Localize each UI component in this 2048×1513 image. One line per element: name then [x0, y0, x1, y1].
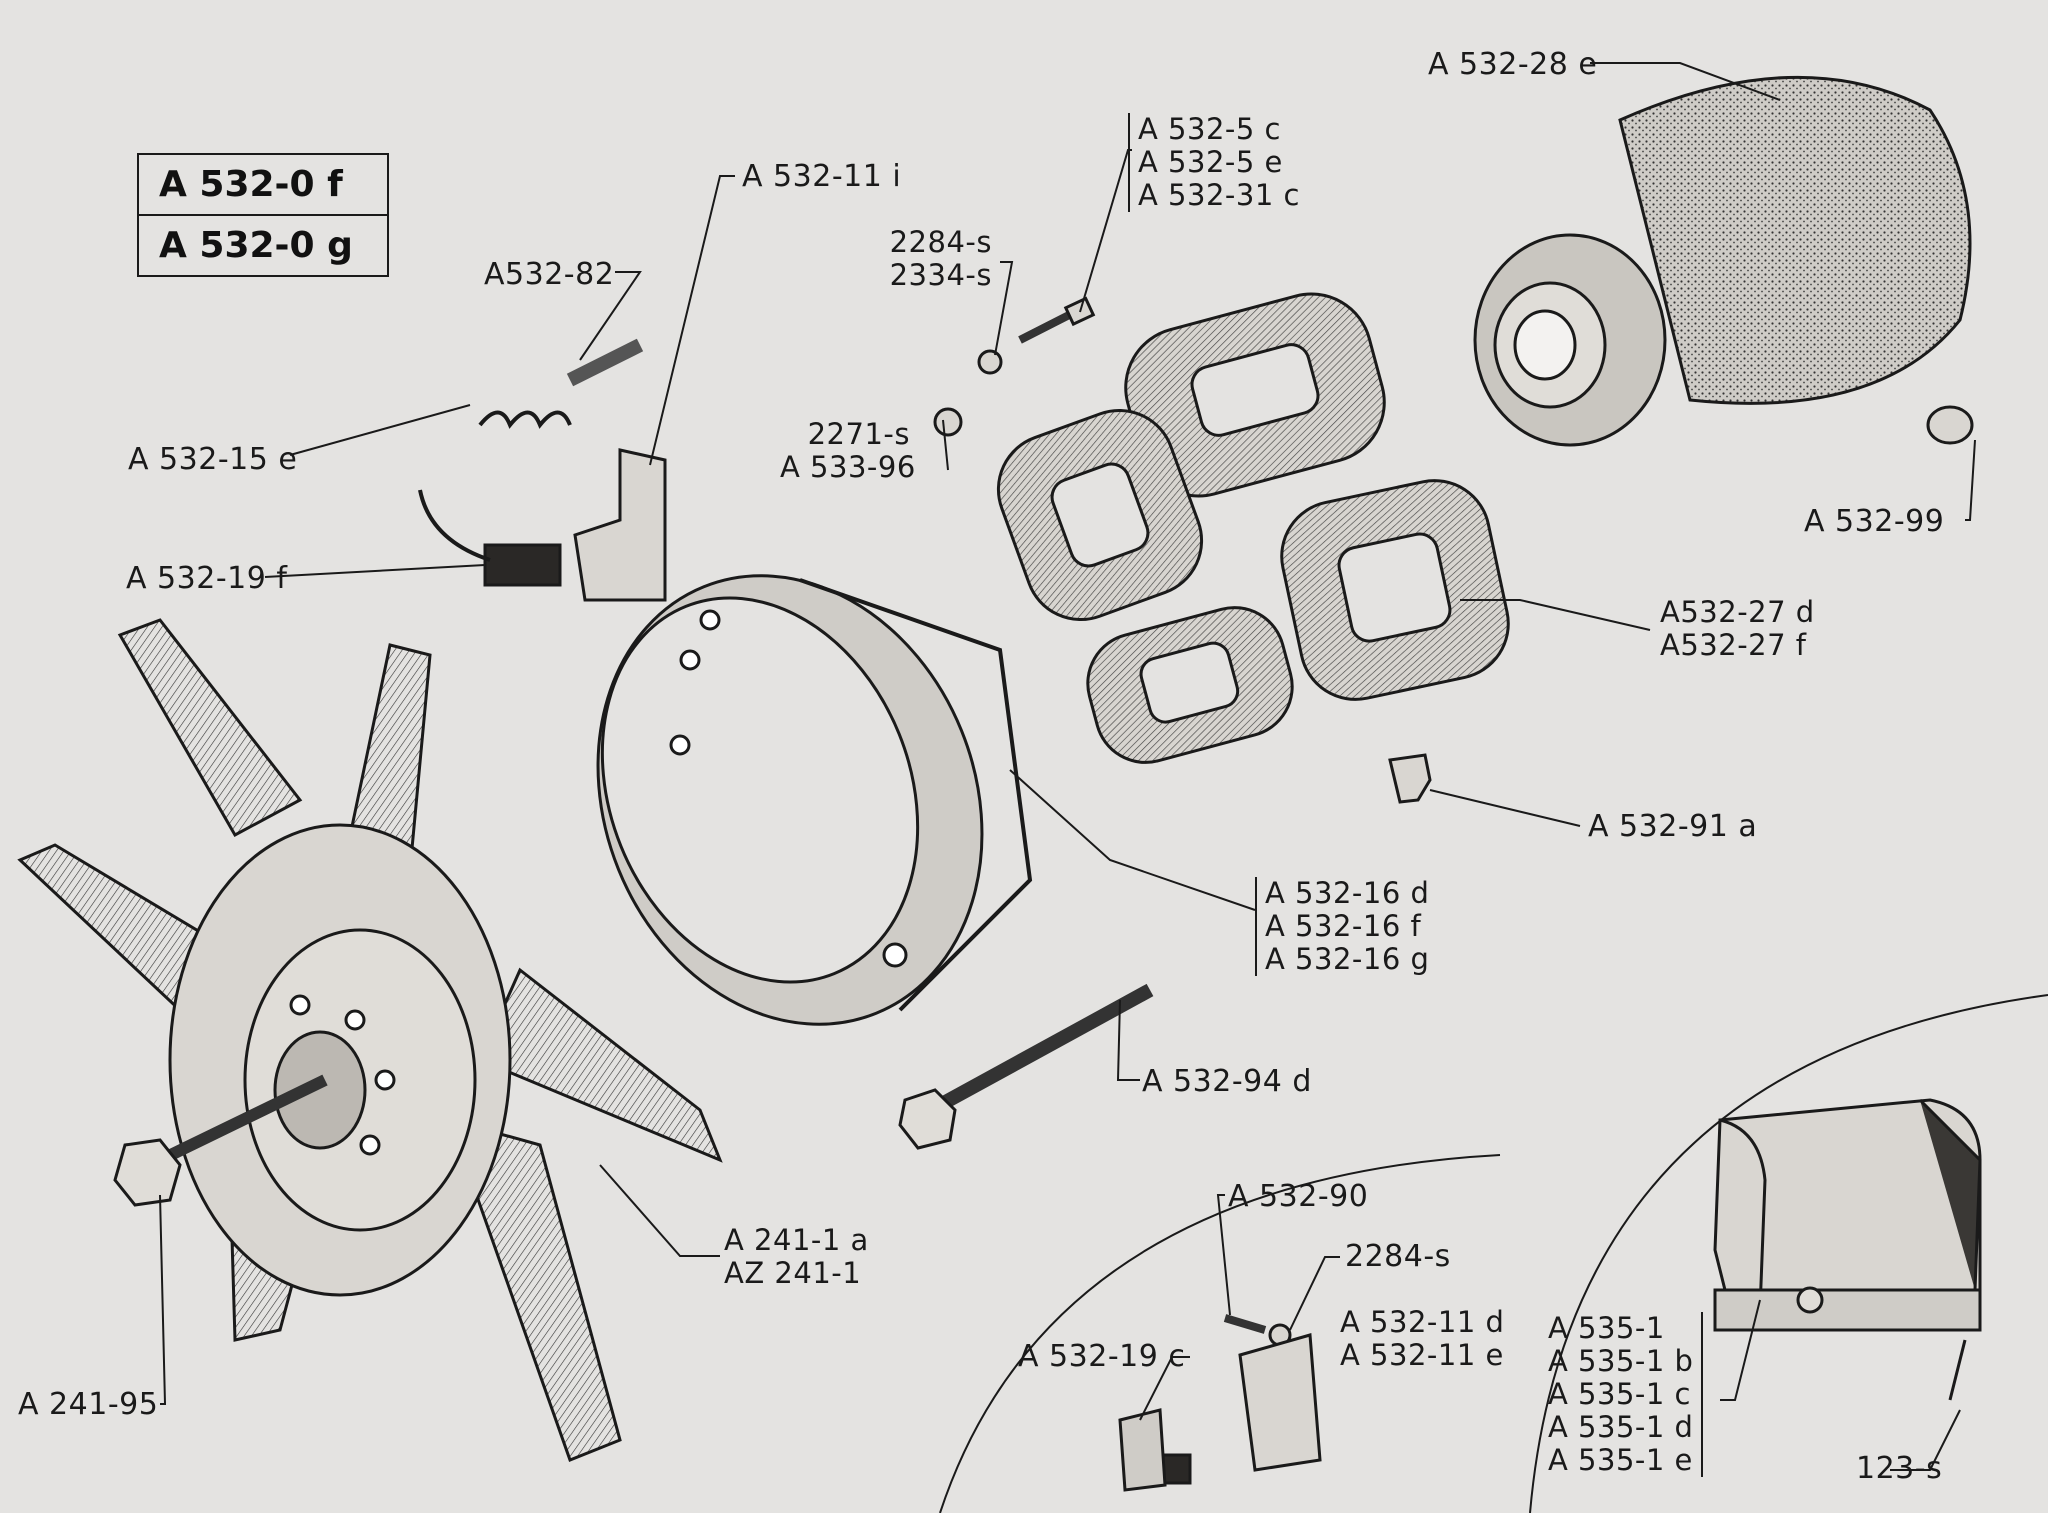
yoke-hole: [679, 649, 701, 671]
label-a532-19f: A 532-19 f: [126, 561, 288, 596]
label-a532-5c: A 532-5 c: [1138, 112, 1281, 146]
label-a532-19c: A 532-19 c: [1018, 1339, 1186, 1374]
fan-blade: [447, 1117, 622, 1462]
label-a532-82: A532-82: [484, 257, 615, 292]
label-a532-5e: A 532-5 e: [1138, 145, 1283, 179]
field-coils: [996, 292, 1510, 764]
hub-bolt-hole: [289, 994, 311, 1016]
countersunk-screw: [1388, 753, 1432, 804]
hub-bolt-hole: [374, 1069, 396, 1091]
hub-bolt-hole: [344, 1009, 366, 1031]
yoke-band: [799, 578, 1033, 1012]
label-az241-1: AZ 241-1: [724, 1256, 862, 1290]
label-a241-1a: A 241-1 a: [724, 1223, 869, 1257]
label-group-2271s-a53396: 2271-s A 533-96: [780, 417, 916, 484]
label-group-a241-1: A 241-1 a AZ 241-1: [724, 1224, 869, 1290]
label-a532-15e: A 532-15 e: [128, 442, 298, 477]
label-a532-31c: A 532-31 c: [1138, 178, 1300, 212]
label-a532-16d: A 532-16 d: [1265, 876, 1430, 910]
label-2334s: 2334-s: [889, 258, 992, 292]
inset-screw: [1223, 1314, 1267, 1334]
label-a533-96: A 533-96: [780, 450, 916, 484]
washer: [977, 349, 1003, 375]
label-a535-1c: A 535-1 c: [1548, 1377, 1691, 1411]
yoke-hole: [669, 734, 691, 756]
regulator-base: [1713, 1288, 1982, 1332]
label-a535-1e: A 535-1 e: [1548, 1443, 1693, 1477]
label-a535-1d: A 535-1 d: [1548, 1410, 1694, 1444]
label-group-a532-16: A 532-16 d A 532-16 f A 532-16 g: [1255, 877, 1429, 976]
yoke-hole: [699, 609, 721, 631]
fan-hub-center: [273, 1030, 367, 1150]
label-a532-11e: A 532-11 e: [1340, 1338, 1504, 1372]
label-a532-11i: A 532-11 i: [742, 159, 902, 194]
brush-holder: [573, 448, 667, 602]
label-123s: 123-s: [1856, 1451, 1943, 1486]
label-a535-1: A 535-1: [1548, 1311, 1665, 1345]
brush: [483, 543, 562, 587]
through-bolt: [898, 983, 1154, 1150]
label-a532-27f: A532-27 f: [1660, 628, 1807, 662]
label-a532-28e: A 532-28 e: [1428, 47, 1598, 82]
armature: [1473, 75, 1972, 447]
pole-screw: [1926, 405, 1974, 445]
label-a532-99: A 532-99: [1804, 504, 1945, 539]
washer: [933, 407, 963, 437]
hub-bolt-hole: [359, 1134, 381, 1156]
reference-number: A 532-0 f: [159, 164, 343, 205]
fan-bolt-shaft: [147, 1074, 328, 1171]
label-group-a532-11: A 532-11 d A 532-11 e: [1340, 1306, 1504, 1372]
brush-lead: [418, 489, 491, 562]
label-2271s: 2271-s: [807, 417, 910, 451]
label-2284s: 2284-s: [889, 225, 992, 259]
yoke-hole: [882, 942, 908, 968]
small-parts: [418, 296, 1974, 804]
pin: [566, 338, 644, 387]
inset-brush-plate: [939, 1154, 1501, 1513]
label-a532-94d: A 532-94 d: [1142, 1064, 1312, 1099]
inset-regulator: [1529, 994, 2048, 1513]
label-a532-16f: A 532-16 f: [1265, 909, 1422, 943]
spring: [478, 410, 572, 429]
reference-number: A 532-0 g: [139, 214, 387, 275]
label-a532-91a: A 532-91 a: [1588, 809, 1758, 844]
label-group-a532-27: A532-27 d A532-27 f: [1660, 596, 1815, 662]
label-a532-27d: A532-27 d: [1660, 595, 1815, 629]
fan-blade: [117, 618, 303, 838]
label-2284s-inset: 2284-s: [1345, 1239, 1451, 1274]
inset-holder: [1118, 1408, 1167, 1492]
fan-blade: [478, 967, 723, 1163]
fan-bolt-head: [113, 1138, 182, 1207]
label-a241-95: A 241-95: [18, 1387, 159, 1422]
label-group-a535-1: A 535-1 A 535-1 b A 535-1 c A 535-1 d A …: [1548, 1311, 1704, 1477]
label-a532-11d: A 532-11 d: [1340, 1305, 1505, 1339]
inset-bracket: [1238, 1333, 1322, 1472]
label-a535-1b: A 535-1 b: [1548, 1344, 1694, 1378]
regulator-terminal: [1796, 1286, 1824, 1314]
screw: [1018, 308, 1077, 344]
leader-lines: [159, 62, 1976, 1471]
label-group-2284s-2334s: 2284-s 2334-s: [872, 226, 992, 292]
reference-number-box: A 532-0 f A 532-0 g: [137, 153, 389, 277]
label-a532-90: A 532-90: [1228, 1179, 1369, 1214]
regulator-pin: [1948, 1339, 1967, 1401]
label-a532-16g: A 532-16 g: [1265, 942, 1430, 976]
fan-assembly: [17, 618, 723, 1462]
yoke-ring: [596, 574, 1033, 1026]
label-group-a532-5: A 532-5 c A 532-5 e A 532-31 c: [1128, 113, 1300, 212]
